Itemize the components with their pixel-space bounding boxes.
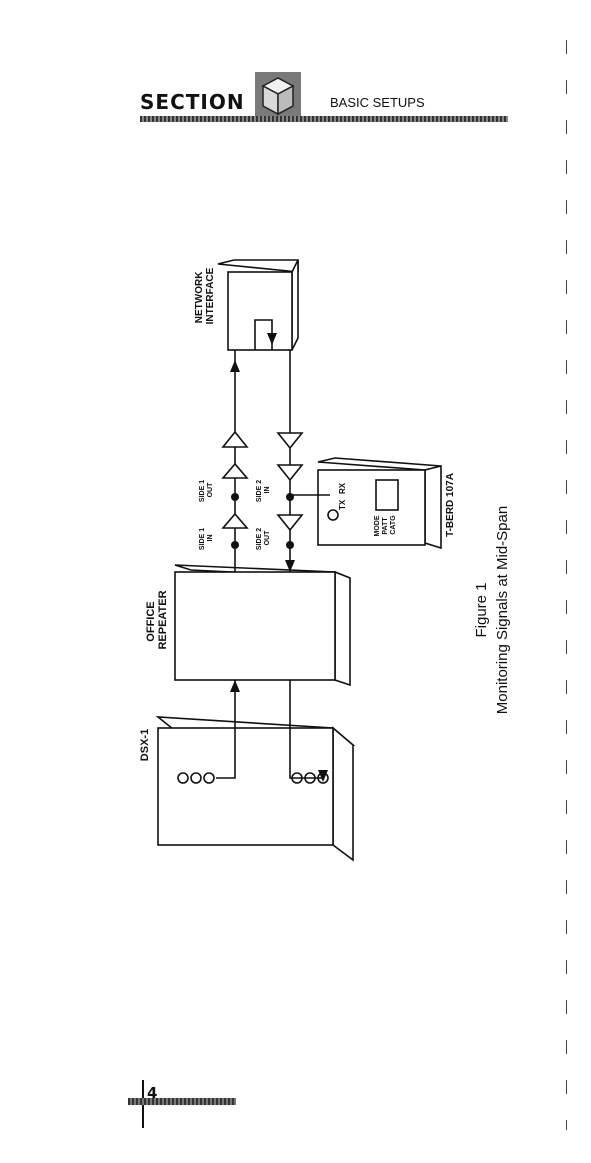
office-repeater-label: OFFICE REPEATER (145, 590, 169, 649)
tberd-tx-label: TX (338, 499, 347, 510)
tberd-rx-label: RX (338, 482, 347, 494)
header-rule (140, 116, 508, 122)
section-logo-icon (255, 72, 301, 122)
side2-in-label: SIDE 2 IN (256, 478, 271, 502)
junction-dots (230, 333, 328, 782)
tberd-label: T-BERD 107A (445, 473, 456, 537)
network-interface-box (217, 259, 299, 351)
page-number: 4 (147, 1084, 158, 1102)
side1-out-label: SIDE 1 OUT (199, 478, 214, 502)
section-label: SECTION (140, 90, 245, 114)
tberd-box (317, 457, 442, 550)
office-repeater-box (174, 564, 351, 687)
dsx1-label: DSX-1 (139, 729, 151, 761)
binding-edge (566, 40, 567, 1130)
dsx1-box (155, 716, 356, 862)
network-interface-label: NETWORK INTERFACE (194, 267, 216, 324)
footer-bar (128, 1098, 236, 1105)
side1-in-label: SIDE 1 IN (199, 526, 214, 550)
section-subtitle: BASIC SETUPS (330, 95, 425, 110)
figure-title: Monitoring Signals at Mid-Span (494, 506, 511, 714)
figure-number: Figure 1 (473, 582, 490, 637)
side2-out-label: SIDE 2 OUT (256, 526, 271, 550)
tberd-buttons-label: MODE PATT CATG (374, 514, 397, 537)
